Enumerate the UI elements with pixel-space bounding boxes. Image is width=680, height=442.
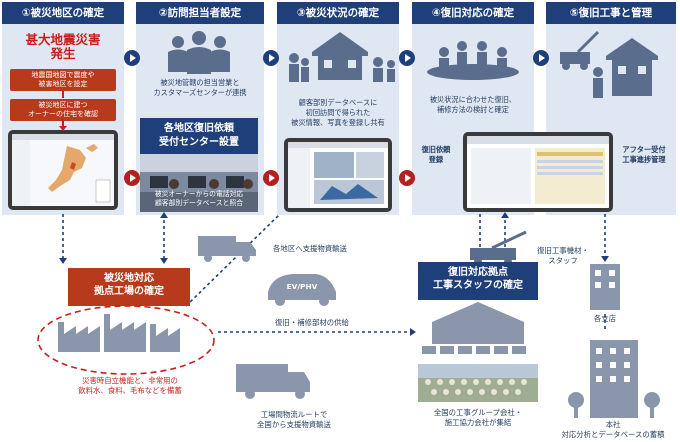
step2-description: 被災地管轄の担当営業と カスタマーズセンターが連携 [153, 78, 247, 97]
ev-label: EV/PHV [286, 282, 318, 291]
truck-label-top: 各地区へ支援物資輸送 [273, 244, 347, 253]
team-caption: 全国の工事グループ会社・ 施工協力会社が集結 [433, 408, 523, 427]
step1-header: ①被災地区の確定 [2, 2, 124, 24]
arrow-right-icon [399, 170, 415, 186]
step4-description: 被災状況に合わせた復旧、 補修方法の検討と確定 [429, 95, 517, 114]
after-service-label: アフター受付 工事進捗管理 [622, 145, 666, 164]
branch-label: 各支店 [593, 314, 617, 323]
call-center-title: 各地区復旧依頼 受付センター設置 [140, 118, 258, 154]
base-title: 復旧対応拠点 工事スタッフの確定 [418, 262, 538, 300]
step2-header: ②訪問担当者設定 [136, 2, 264, 24]
request-register-label: 復旧依頼 登録 [421, 145, 451, 164]
set-area-box: 地震国地図で震度や 被害地区を設定 [10, 69, 116, 91]
arrow-right-icon [263, 50, 279, 66]
disaster-headline: 甚大地震災害 発生 [25, 32, 101, 61]
database-tablet [284, 138, 392, 212]
truck-label-bottom: 工場間物流ルートで 全国から支援物資輸送 [257, 410, 331, 429]
arrow-right-icon [533, 50, 549, 66]
photo-caption: 被災オーナーからの電話対応 顧客部別データベースと照合 [154, 190, 244, 207]
arrow-right-icon [124, 170, 140, 186]
step4-header: ④復旧対応の確定 [412, 2, 534, 24]
call-center-photo: 被災オーナーからの電話対応 顧客部別データベースと照合 [140, 154, 258, 212]
confirm-homes-box: 被災地区に建つ オーナーの住宅を確認 [10, 99, 116, 121]
arrow-right-icon [124, 50, 140, 66]
factory-title: 被災地対応 拠点工場の確定 [68, 268, 190, 306]
crane-label: 復旧工事機材・ スタッフ [537, 246, 589, 265]
team-photo [418, 364, 538, 402]
step3-description: 顧客部別データベースに 初回訪問で得られた 被災情報、写真を登録し共有 [291, 98, 385, 127]
arrow-right-icon [399, 50, 415, 66]
japan-map-tablet [8, 130, 118, 210]
supply-label: 復旧・補修部材の供給 [275, 318, 349, 327]
factory-note: 災害時自立機能と、非常用の 飲料水、食料、毛布などを備蓄 [78, 376, 182, 395]
hq-label: 本社 対応分析とデータベースの蓄積 [561, 420, 665, 439]
arrow-right-icon [263, 170, 279, 186]
management-tablet [463, 132, 613, 212]
step5-header: ⑤復旧工事と管理 [546, 2, 676, 24]
step3-header: ③被災状況の確定 [277, 2, 399, 24]
